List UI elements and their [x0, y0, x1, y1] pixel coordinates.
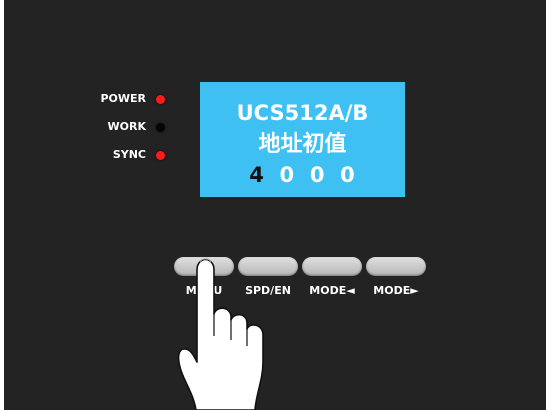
lcd-display: UCS512A/B 地址初值 4 0 0 0 [200, 82, 405, 197]
mode-left-button[interactable] [302, 257, 362, 276]
sync-indicator-label: SYNC [112, 148, 146, 161]
work-indicator-label: WORK [107, 120, 146, 133]
spd-en-button[interactable] [238, 257, 298, 276]
address-digit: 0 [340, 163, 356, 187]
menu-button-label: MENU [185, 284, 223, 297]
work-led-icon [156, 123, 165, 132]
mode-right-button-label: MODE► [373, 284, 419, 297]
controller-panel: POWER WORK SYNC UCS512A/B 地址初值 4 0 0 0 M… [4, 0, 546, 410]
sync-indicator: SYNC [94, 146, 174, 166]
power-indicator-label: POWER [100, 92, 146, 105]
work-indicator: WORK [94, 118, 174, 138]
menu-button[interactable] [174, 257, 234, 276]
mode-left-button-label: MODE◄ [309, 284, 355, 297]
address-digit: 0 [279, 163, 296, 187]
display-title: 地址初值 [258, 132, 347, 157]
address-digit: 0 [309, 163, 326, 187]
display-model: UCS512A/B [236, 101, 369, 125]
address-value: 4 0 0 0 [200, 162, 405, 188]
power-indicator: POWER [94, 90, 174, 110]
spd-en-button-label: SPD/EN [245, 284, 291, 297]
sync-led-icon [156, 151, 165, 160]
address-digit: 4 [249, 163, 265, 187]
mode-right-button[interactable] [366, 257, 426, 276]
power-led-icon [156, 95, 165, 104]
